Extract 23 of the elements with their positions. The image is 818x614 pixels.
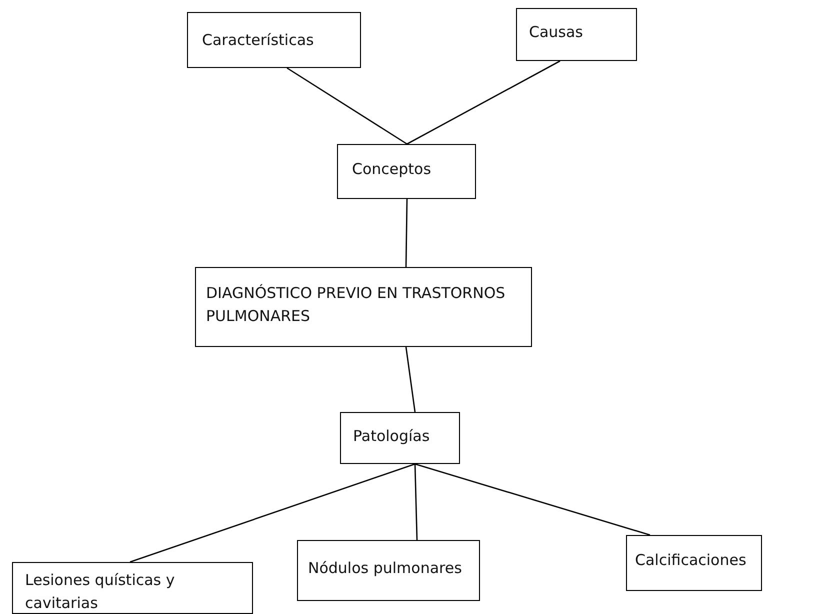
concept-box [337,144,476,199]
concept-box [626,535,762,591]
connector-line [405,346,416,412]
concept-box [195,267,532,347]
connector-line [405,199,408,267]
concept-box [297,540,480,601]
concept-label: Calcificaciones [635,550,748,571]
connector-line [130,463,416,563]
concept-label: Características [202,30,315,51]
connector-line [406,60,560,145]
concept-box [187,12,361,68]
concept-label: Causas [529,22,584,43]
concept-label: Nódulos pulmonares [308,558,463,579]
concept-box [516,8,637,61]
connector-line [286,67,408,145]
connector-line [414,464,418,540]
concept-box [340,412,460,464]
concept-box [12,562,253,614]
concept-label: Conceptos [352,159,432,180]
concept-label: Patologías [353,426,431,447]
connector-line [414,463,650,536]
concept-label: Lesiones quísticas y cavitarias [25,570,176,614]
concept-label: DIAGNÓSTICO PREVIO EN TRASTORNOS PULMONARES [206,283,506,328]
